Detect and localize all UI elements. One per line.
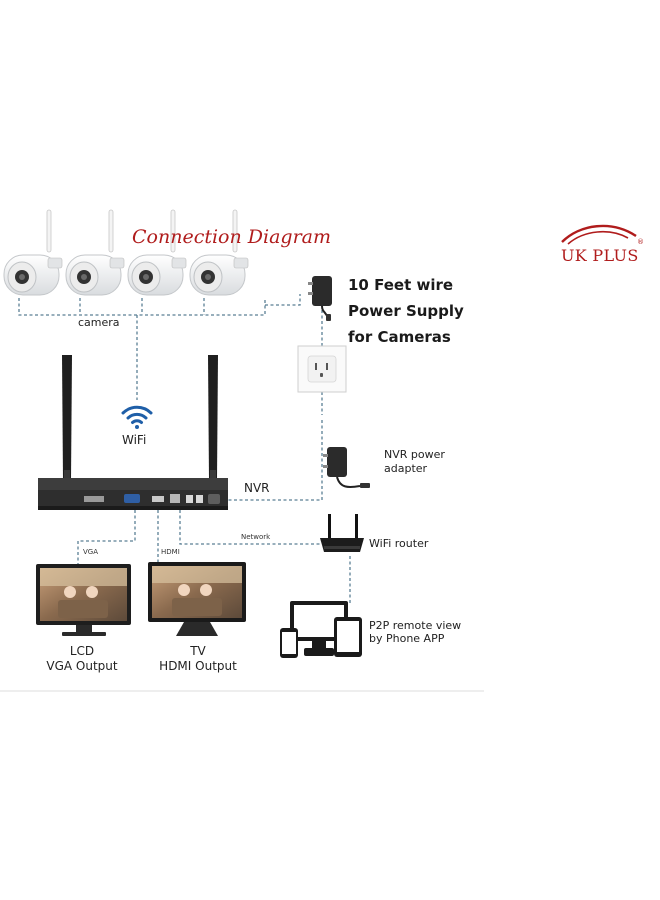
camera-label: camera	[78, 316, 120, 329]
power-supply-label-line1: 10 Feet wire	[348, 276, 454, 294]
camera-power-adapter-icon	[308, 276, 332, 321]
camera-icon	[127, 209, 187, 296]
power-supply-label-line2: Power Supply	[348, 302, 464, 320]
tv-label-line2: HDMI Output	[159, 659, 237, 673]
wall-socket-icon	[297, 345, 347, 393]
wifi-label: WiFi	[122, 433, 147, 447]
tv-label-line1: TV	[190, 644, 206, 658]
power-supply-label-line3: for Cameras	[348, 328, 451, 346]
nvr-label: NVR	[244, 481, 270, 495]
camera-group	[3, 209, 249, 296]
camera-icon	[65, 209, 125, 296]
connector-lines	[18, 294, 351, 605]
nvr-power-label-line2: adapter	[384, 462, 428, 475]
wifi-router-icon	[320, 514, 364, 552]
nvr-power-adapter-icon	[323, 447, 370, 488]
camera-icon	[189, 209, 249, 296]
brand-name: UK PLUS	[561, 246, 639, 265]
wifi-icon	[121, 405, 153, 429]
brand-registered-mark: ®	[637, 238, 644, 246]
p2p-devices-icon	[280, 601, 362, 658]
p2p-label-line2: by Phone APP	[369, 632, 445, 645]
lcd-label-line1: LCD	[69, 644, 95, 658]
hdmi-port-label: HDMI	[161, 548, 180, 556]
network-label: Network	[241, 533, 271, 541]
camera-icon	[3, 209, 63, 296]
vga-port-label: VGA	[83, 548, 99, 556]
nvr-power-label-line1: NVR power	[384, 448, 445, 461]
p2p-label-line1: P2P remote view	[369, 619, 462, 632]
network-line	[179, 510, 320, 545]
wifi-router-label: WiFi router	[369, 537, 429, 550]
uk-plus-logo-icon	[561, 224, 637, 245]
lcd-label-line2: VGA Output	[46, 659, 118, 673]
vga-line	[77, 510, 136, 565]
tv-icon	[148, 562, 246, 636]
diagram-title: Connection Diagram	[132, 226, 331, 248]
lcd-monitor-icon	[36, 564, 131, 636]
nvr-device-icon	[38, 355, 228, 510]
